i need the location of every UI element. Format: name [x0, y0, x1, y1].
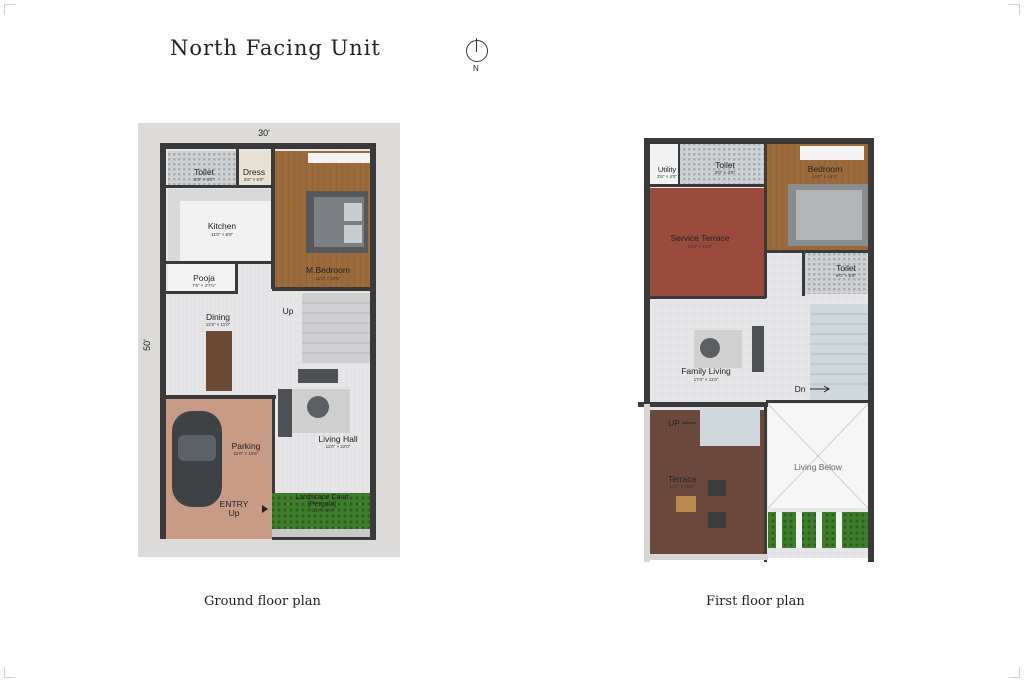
- gf-pergola-label: (Pergola): [308, 501, 337, 508]
- gf-bedroom-label: M.Bedroom: [306, 265, 350, 275]
- ff-walls: [638, 138, 874, 562]
- ff-coffee-table: [700, 338, 720, 358]
- compass-label: N: [473, 64, 479, 73]
- ff-wardrobe: [800, 146, 864, 160]
- gf-entry-arrow-icon: [262, 505, 268, 513]
- ff-toilet2-floor: [804, 252, 870, 294]
- ff-up-label: UP: [668, 418, 680, 428]
- ff-chair: [708, 480, 726, 496]
- ff-bed-sheet: [796, 190, 862, 240]
- gf-kitchen-label: Kitchen: [208, 221, 237, 231]
- gf-lawn: [272, 493, 374, 529]
- gf-dress-label: Dress: [243, 167, 265, 177]
- gf-dining-table: [206, 331, 232, 391]
- gf-pooja-floor: [168, 263, 236, 291]
- gf-landscape-label: Landscape Court: [295, 494, 348, 501]
- ff-utility-floor: [650, 144, 678, 184]
- ff-terrace-parapet: [644, 404, 650, 562]
- ff-utility-label: Utility: [658, 165, 677, 174]
- crop-mark-bottom-right: [1009, 667, 1020, 678]
- gf-kitchen-dim: 11'0" × 8'0": [211, 232, 234, 237]
- ff-terrace-label: Terrace: [668, 474, 697, 484]
- gf-toilet-floor: [168, 151, 236, 185]
- gf-car-windscreen: [178, 435, 216, 461]
- gf-coffee-table: [307, 396, 329, 418]
- ff-toilet2-label: Toilet: [836, 263, 856, 273]
- ff-service-terrace-label: Service Terrace: [671, 233, 730, 243]
- gf-walls: [160, 143, 376, 540]
- gf-kitchen-counter-side: [168, 201, 180, 261]
- ff-void-cross: [767, 403, 869, 509]
- ff-utility-dim: 3'6" × 4'0": [657, 174, 677, 179]
- gf-stair: [302, 293, 374, 363]
- ff-terrace-dim: 11'0" × 10'0": [670, 484, 695, 489]
- gf-pooja-dim: 7'6" × 3'7½": [192, 282, 216, 288]
- ff-toilet1-dim: 8'0" × 4'0": [715, 170, 735, 175]
- gf-depth-dimension: 50': [142, 339, 152, 351]
- ff-family-living-dim: 17'0" × 11'0": [694, 377, 719, 382]
- gf-up-label: Up: [283, 306, 294, 316]
- gf-pergola: [272, 529, 374, 539]
- crop-mark-top-left: [4, 4, 15, 15]
- ff-family-living-label: Family Living: [681, 366, 731, 376]
- ff-service-terrace-dim: 11'0" × 11'0": [688, 244, 713, 249]
- ff-toilet1-floor: [680, 144, 764, 184]
- gf-toilet-label: Toilet: [194, 167, 214, 177]
- gf-pillow: [344, 225, 362, 243]
- gf-kitchen-counter: [168, 189, 272, 201]
- gf-entry-label: ENTRY: [220, 499, 249, 509]
- ff-chair: [708, 512, 726, 528]
- ground-floor-drawing: 30' 50' Toilet 6'0" × 6'0" Dress 5'6" × …: [138, 123, 400, 557]
- ff-service-terrace-floor: [650, 188, 764, 296]
- ff-dn-arrow-icon: [810, 385, 830, 393]
- gf-landscape-dim: 11'0" × 6'0": [311, 508, 334, 513]
- gf-sofa: [298, 369, 338, 383]
- gf-pooja-label: Pooja: [193, 273, 215, 283]
- ff-small-stair: [700, 408, 760, 446]
- gf-pillow: [344, 203, 362, 221]
- ff-bedroom-label: Bedroom: [808, 164, 843, 174]
- gf-entry-up-label: Up: [229, 508, 240, 518]
- first-floor-plan: Utility 3'6" × 4'0" Toilet 8'0" × 4'0" B…: [638, 128, 874, 564]
- ff-toilet2-dim: 6'0" × 6'0": [836, 273, 856, 278]
- ff-bedroom-dim: 11'0" × 14'0": [813, 174, 838, 179]
- ground-floor-caption: Ground floor plan: [204, 594, 321, 609]
- north-compass-icon: [466, 38, 488, 62]
- ground-floor-plan: 30' 50' Toilet 6'0" × 6'0" Dress 5'6" × …: [138, 123, 400, 557]
- ff-stair: [810, 304, 868, 400]
- ff-dn-label: Dn: [795, 384, 806, 394]
- gf-wardrobe: [308, 153, 370, 163]
- gf-parking-label: Parking: [232, 441, 261, 451]
- gf-bedroom-dim: 11'0" × 15'5": [316, 276, 341, 281]
- ff-living-below-label: Living Below: [794, 462, 843, 472]
- gf-dress-floor: [238, 151, 272, 185]
- gf-width-dimension: 30': [258, 128, 270, 138]
- ff-terrace-parapet: [644, 554, 768, 560]
- gf-dining-dim: 11'9" × 11'0": [206, 322, 231, 327]
- page-title: North Facing Unit: [170, 36, 381, 60]
- ff-toilet1-label: Toilet: [715, 160, 735, 170]
- gf-toilet-dim: 6'0" × 6'0": [194, 177, 214, 182]
- gf-living-hall-dim: 11'0" × 22'0": [326, 444, 351, 449]
- ff-sofa: [752, 326, 764, 372]
- gf-sofa: [278, 389, 292, 437]
- gf-parking-dim: 11'0" × 10'6": [234, 451, 259, 456]
- gf-dress-dim: 5'6" × 6'0": [244, 177, 264, 182]
- first-floor-drawing: Utility 3'6" × 4'0" Toilet 8'0" × 4'0" B…: [638, 128, 874, 564]
- first-floor-caption: First floor plan: [706, 594, 805, 609]
- ff-side-table: [676, 496, 696, 512]
- crop-mark-top-right: [1009, 4, 1020, 15]
- gf-dining-label: Dining: [206, 312, 230, 322]
- gf-living-hall-label: Living Hall: [318, 434, 357, 444]
- crop-mark-bottom-left: [4, 667, 15, 678]
